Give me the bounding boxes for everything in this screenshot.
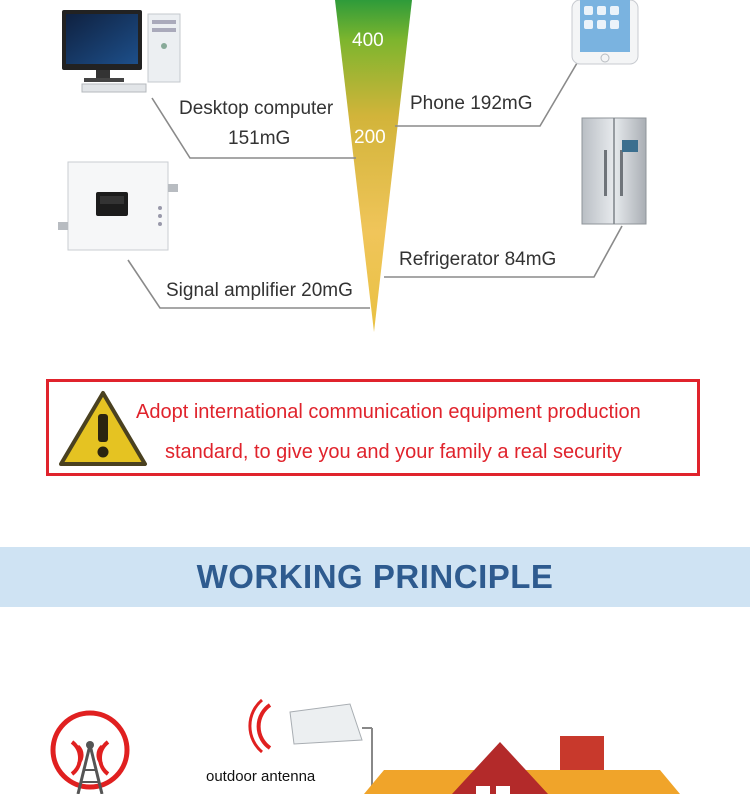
refrigerator-icon — [581, 117, 647, 225]
desktop-computer-value: 151mG — [228, 128, 291, 149]
scale-label-200: 200 — [354, 127, 386, 148]
leader-lines — [127, 57, 623, 309]
phone-label: Phone 192mG — [410, 93, 533, 114]
safety-notice-box — [46, 379, 700, 476]
outdoor-antenna-label: outdoor antenna — [206, 768, 316, 785]
desktop-computer-label: Desktop computer — [179, 98, 334, 119]
safety-notice-line-1: Adopt international communication equipm… — [136, 401, 641, 423]
scale-label-400: 400 — [352, 30, 384, 51]
working-principle-diagram — [50, 698, 680, 794]
section-title: WORKING PRINCIPLE — [196, 558, 554, 595]
refrigerator-label: Refrigerator 84mG — [399, 249, 557, 270]
desktop-computer-icon — [62, 10, 181, 93]
cell-tower-icon — [50, 710, 130, 794]
warning-icon — [59, 391, 147, 466]
outdoor-antenna-icon — [248, 698, 373, 794]
phone-icon — [571, 0, 639, 65]
emf-intensity-cone — [335, 0, 412, 332]
house-icon — [364, 736, 680, 794]
section-header-band — [0, 547, 750, 607]
safety-notice-line-2: standard, to give you and your family a … — [165, 441, 622, 463]
signal-amplifier-icon — [58, 161, 178, 251]
emf-diagram — [58, 0, 647, 332]
signal-amplifier-label: Signal amplifier 20mG — [166, 280, 353, 301]
